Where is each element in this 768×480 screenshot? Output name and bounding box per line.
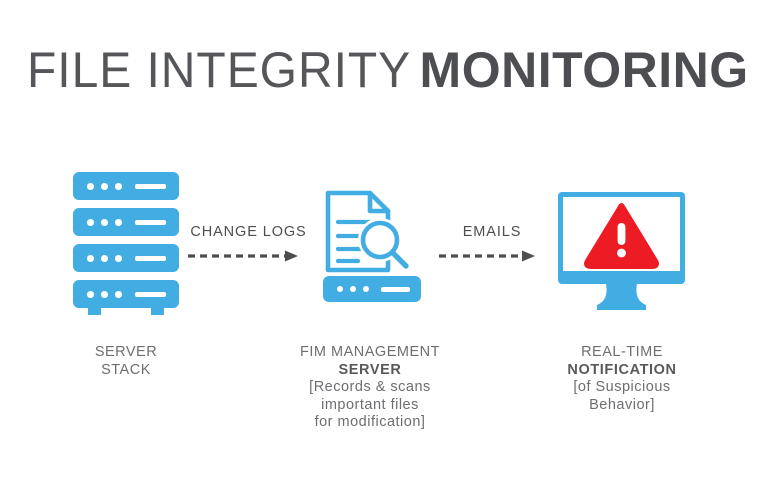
caption-line: FIM MANAGEMENT: [300, 344, 440, 360]
monitor-stand: [558, 284, 685, 310]
server-foot: [151, 308, 164, 315]
server-led-icon: [87, 291, 94, 298]
page-title-thin: FILE INTEGRITY: [27, 42, 412, 98]
caption-server-stack: SERVER STACK: [36, 344, 216, 379]
document-icon: [325, 190, 409, 273]
server-led-icon: [87, 219, 94, 226]
caption-notification: REAL-TIME NOTIFICATION [of Suspicious Be…: [532, 344, 712, 414]
caption-line: SERVER: [94, 344, 158, 360]
server-unit: [323, 276, 421, 302]
caption-line-emphasis: NOTIFICATION: [567, 361, 677, 378]
server-unit: [73, 208, 179, 236]
server-led-icon: [87, 255, 94, 262]
server-led-icon: [115, 219, 122, 226]
page-title-bold: MONITORING: [419, 42, 749, 98]
server-slot-icon: [381, 287, 410, 292]
server-led-icon: [101, 219, 108, 226]
monitor-screen: [563, 197, 680, 271]
monitor-alert-icon: [558, 192, 685, 310]
caption-line: [Records & scans: [309, 379, 431, 395]
dashed-arrow-icon: [437, 249, 547, 267]
server-led-icon: [101, 255, 108, 262]
caption-line: for modification]: [314, 414, 426, 430]
flow-change-logs: CHANGE LOGS: [186, 224, 311, 267]
monitor-bezel: [558, 192, 685, 284]
server-slot-icon: [135, 184, 166, 189]
caption-line: important files: [321, 396, 419, 413]
server-slot-icon: [135, 292, 166, 297]
page-title: FILE INTEGRITY MONITORING: [0, 45, 768, 95]
document-magnifier-icon: [318, 190, 423, 310]
server-slot-icon: [135, 256, 166, 261]
caption-line: STACK: [101, 361, 151, 378]
server-unit: [73, 244, 179, 272]
server-led-icon: [101, 291, 108, 298]
server-stack-icon: [73, 172, 179, 315]
server-slot-icon: [135, 220, 166, 225]
caption-fim-server: FIM MANAGEMENT SERVER [Records & scans i…: [280, 344, 460, 432]
flow-label-change-logs: CHANGE LOGS: [190, 224, 307, 240]
server-led-icon: [115, 291, 122, 298]
warning-triangle-icon: [584, 203, 659, 269]
server-led-icon: [115, 183, 122, 190]
server-led-icon: [337, 286, 343, 292]
server-foot: [88, 308, 101, 315]
caption-line: [of Suspicious: [573, 379, 671, 395]
server-unit: [73, 172, 179, 200]
server-led-icon: [101, 183, 108, 190]
server-led-icon: [115, 255, 122, 262]
flow-label-emails: EMAILS: [462, 224, 522, 240]
dashed-arrow-icon: [186, 249, 311, 267]
server-unit: [73, 280, 179, 308]
flow-emails: EMAILS: [437, 224, 547, 267]
caption-line: REAL-TIME: [581, 344, 663, 360]
caption-line-emphasis: SERVER: [338, 361, 402, 378]
server-led-icon: [350, 286, 356, 292]
server-led-icon: [363, 286, 369, 292]
server-led-icon: [87, 183, 94, 190]
caption-line: Behavior]: [589, 396, 655, 413]
